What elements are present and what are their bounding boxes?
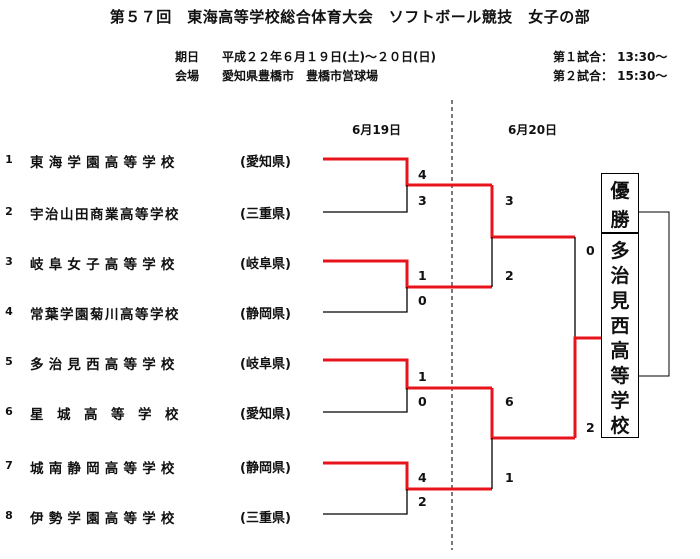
champion-name-char: 等 <box>610 365 630 387</box>
team-number: 4 <box>5 305 13 318</box>
team-name: 伊勢学園高等学校 <box>30 511 180 527</box>
venue-label: 会場 <box>175 69 200 83</box>
team-number: 5 <box>5 355 13 368</box>
team-number: 3 <box>5 255 13 268</box>
team-prefecture: (愛知県) <box>240 407 291 422</box>
bracket-line-winner <box>323 259 492 289</box>
score-final-team5: 2 <box>586 420 595 435</box>
score-qf4-team8: 2 <box>418 494 427 509</box>
date-label: 期日 <box>175 50 200 64</box>
score-qf4-team7: 4 <box>418 470 427 485</box>
page-title: 第５７回 東海高等学校総合体育大会 ソフトボール競技 女子の部 <box>109 8 591 26</box>
score-qf2-team4: 0 <box>418 293 427 308</box>
score-qf2-team3: 1 <box>418 268 427 283</box>
score-sf2-team5: 6 <box>505 394 514 409</box>
bracket-line-winner <box>323 461 492 491</box>
team-name: 星 城 高 等 学 校 <box>30 407 179 423</box>
team-number: 8 <box>5 509 13 522</box>
bracket-line-loser <box>323 185 408 213</box>
champion-name-char: 見 <box>610 290 630 312</box>
score-sf2-team7: 1 <box>505 470 514 485</box>
winner-label-char: 優 <box>610 180 630 202</box>
team-name: 多治見西高等学校 <box>30 357 180 373</box>
team-prefecture: (愛知県) <box>240 155 291 170</box>
team-prefecture: (三重県) <box>240 207 291 222</box>
score-qf1-team2: 3 <box>418 193 427 208</box>
score-sf1-team3: 2 <box>505 268 514 283</box>
team-prefecture: (岐阜県) <box>240 357 291 372</box>
team-prefecture: (三重県) <box>240 511 291 526</box>
champion-name-char: 西 <box>610 315 630 337</box>
champion-name-char: 多 <box>610 240 630 262</box>
bracket-line-winner <box>323 358 492 390</box>
score-qf3-team5: 1 <box>418 369 427 384</box>
date-value: 平成２２年６月１９日(土)～２０日(日) <box>222 50 436 64</box>
team-prefecture: (静岡県) <box>240 461 291 476</box>
winner-side-bracket <box>639 211 670 377</box>
bracket-line-winner <box>323 157 492 187</box>
winner-label-box <box>601 173 639 233</box>
game2-time: 第２試合： 15:30～ <box>553 69 668 83</box>
score-sf1-team1: 3 <box>505 193 514 208</box>
day2-header: 6月20日 <box>508 123 558 137</box>
team-name: 東海学園高等学校 <box>30 155 180 171</box>
champion-name-char: 校 <box>610 415 630 437</box>
team-number: 6 <box>5 405 13 418</box>
champion-name-char: 治 <box>610 265 630 287</box>
champion-name-char: 高 <box>610 340 630 362</box>
team-name: 岐阜女子高等学校 <box>30 257 180 273</box>
team-name: 常葉学園菊川高等学校 <box>30 307 180 323</box>
game1-time: 第１試合： 13:30～ <box>553 50 668 64</box>
champion-name-box <box>601 233 639 438</box>
score-qf1-team1: 4 <box>418 167 427 182</box>
team-prefecture: (岐阜県) <box>240 257 291 272</box>
score-qf3-team6: 0 <box>418 394 427 409</box>
champion-name-char: 学 <box>610 390 630 412</box>
day1-header: 6月19日 <box>352 123 402 137</box>
bracket-line-loser <box>323 489 408 515</box>
bracket-line-loser <box>323 388 408 413</box>
team-name: 城南静岡高等学校 <box>30 461 180 477</box>
team-number: 1 <box>5 153 13 166</box>
winner-label-char: 勝 <box>610 209 630 231</box>
team-prefecture: (静岡県) <box>240 307 291 322</box>
score-final-team1: 0 <box>586 243 595 258</box>
team-name: 宇治山田商業高等学校 <box>30 207 180 223</box>
team-number: 2 <box>5 205 13 218</box>
bracket-line-winner <box>573 336 601 438</box>
bracket-line-loser <box>323 287 408 313</box>
team-number: 7 <box>5 459 13 472</box>
venue-value: 愛知県豊橋市 豊橋市営球場 <box>222 69 379 83</box>
